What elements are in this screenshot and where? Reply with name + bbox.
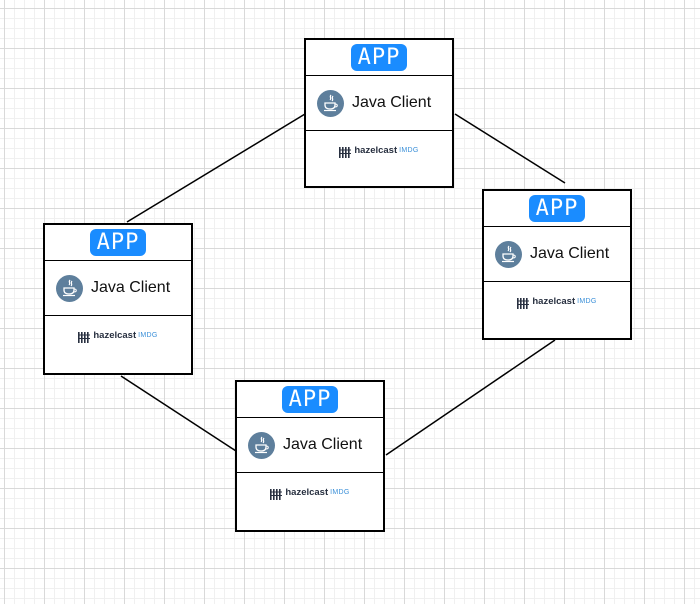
client-row: Java Client [45, 261, 191, 316]
brand-row: hazelcast IMDG [484, 282, 630, 320]
brand-row: hazelcast IMDG [306, 131, 452, 169]
hazelcast-logo-icon [517, 296, 530, 309]
client-row: Java Client [237, 418, 383, 473]
brand-suffix: IMDG [330, 488, 350, 496]
brand-suffix: IMDG [577, 297, 597, 305]
java-cup-icon [56, 274, 83, 302]
brand-row: hazelcast IMDG [237, 473, 383, 511]
hazelcast-logo-icon [78, 330, 91, 343]
java-cup-icon [248, 431, 275, 459]
app-badge[interactable]: APP [528, 195, 586, 222]
edge-left-bottom [120, 375, 237, 452]
hazelcast-logo-icon [270, 487, 283, 500]
java-cup-icon [495, 240, 522, 268]
node-header: APP [237, 382, 383, 418]
edge-top-left [126, 113, 306, 223]
java-cup-icon [317, 89, 344, 117]
node-header: APP [306, 40, 452, 76]
client-row: Java Client [484, 227, 630, 282]
client-label: Java Client [530, 245, 610, 262]
brand-suffix: IMDG [138, 331, 158, 339]
edge-top-right [454, 113, 566, 184]
brand-suffix: IMDG [399, 146, 419, 154]
hazelcast-logo-icon [339, 145, 352, 158]
node-header: APP [45, 225, 191, 261]
app-badge[interactable]: APP [89, 229, 147, 256]
brand-row: hazelcast IMDG [45, 316, 191, 354]
edge-right-bottom [385, 339, 556, 456]
app-node-left[interactable]: APP Java Client hazelcast IMDG [43, 223, 193, 375]
client-row: Java Client [306, 76, 452, 131]
brand-name: hazelcast [285, 486, 329, 498]
app-node-bottom[interactable]: APP Java Client hazelcast IMDG [235, 380, 385, 532]
brand-name: hazelcast [354, 144, 398, 156]
app-badge[interactable]: APP [281, 386, 339, 413]
app-node-right[interactable]: APP Java Client hazelcast IMDG [482, 189, 632, 340]
brand-name: hazelcast [532, 295, 576, 307]
client-label: Java Client [91, 279, 171, 296]
node-header: APP [484, 191, 630, 227]
app-node-top[interactable]: APP Java Client hazelcast IMDG [304, 38, 454, 188]
client-label: Java Client [283, 436, 363, 453]
client-label: Java Client [352, 94, 432, 111]
app-badge[interactable]: APP [350, 44, 408, 71]
brand-name: hazelcast [93, 329, 137, 341]
